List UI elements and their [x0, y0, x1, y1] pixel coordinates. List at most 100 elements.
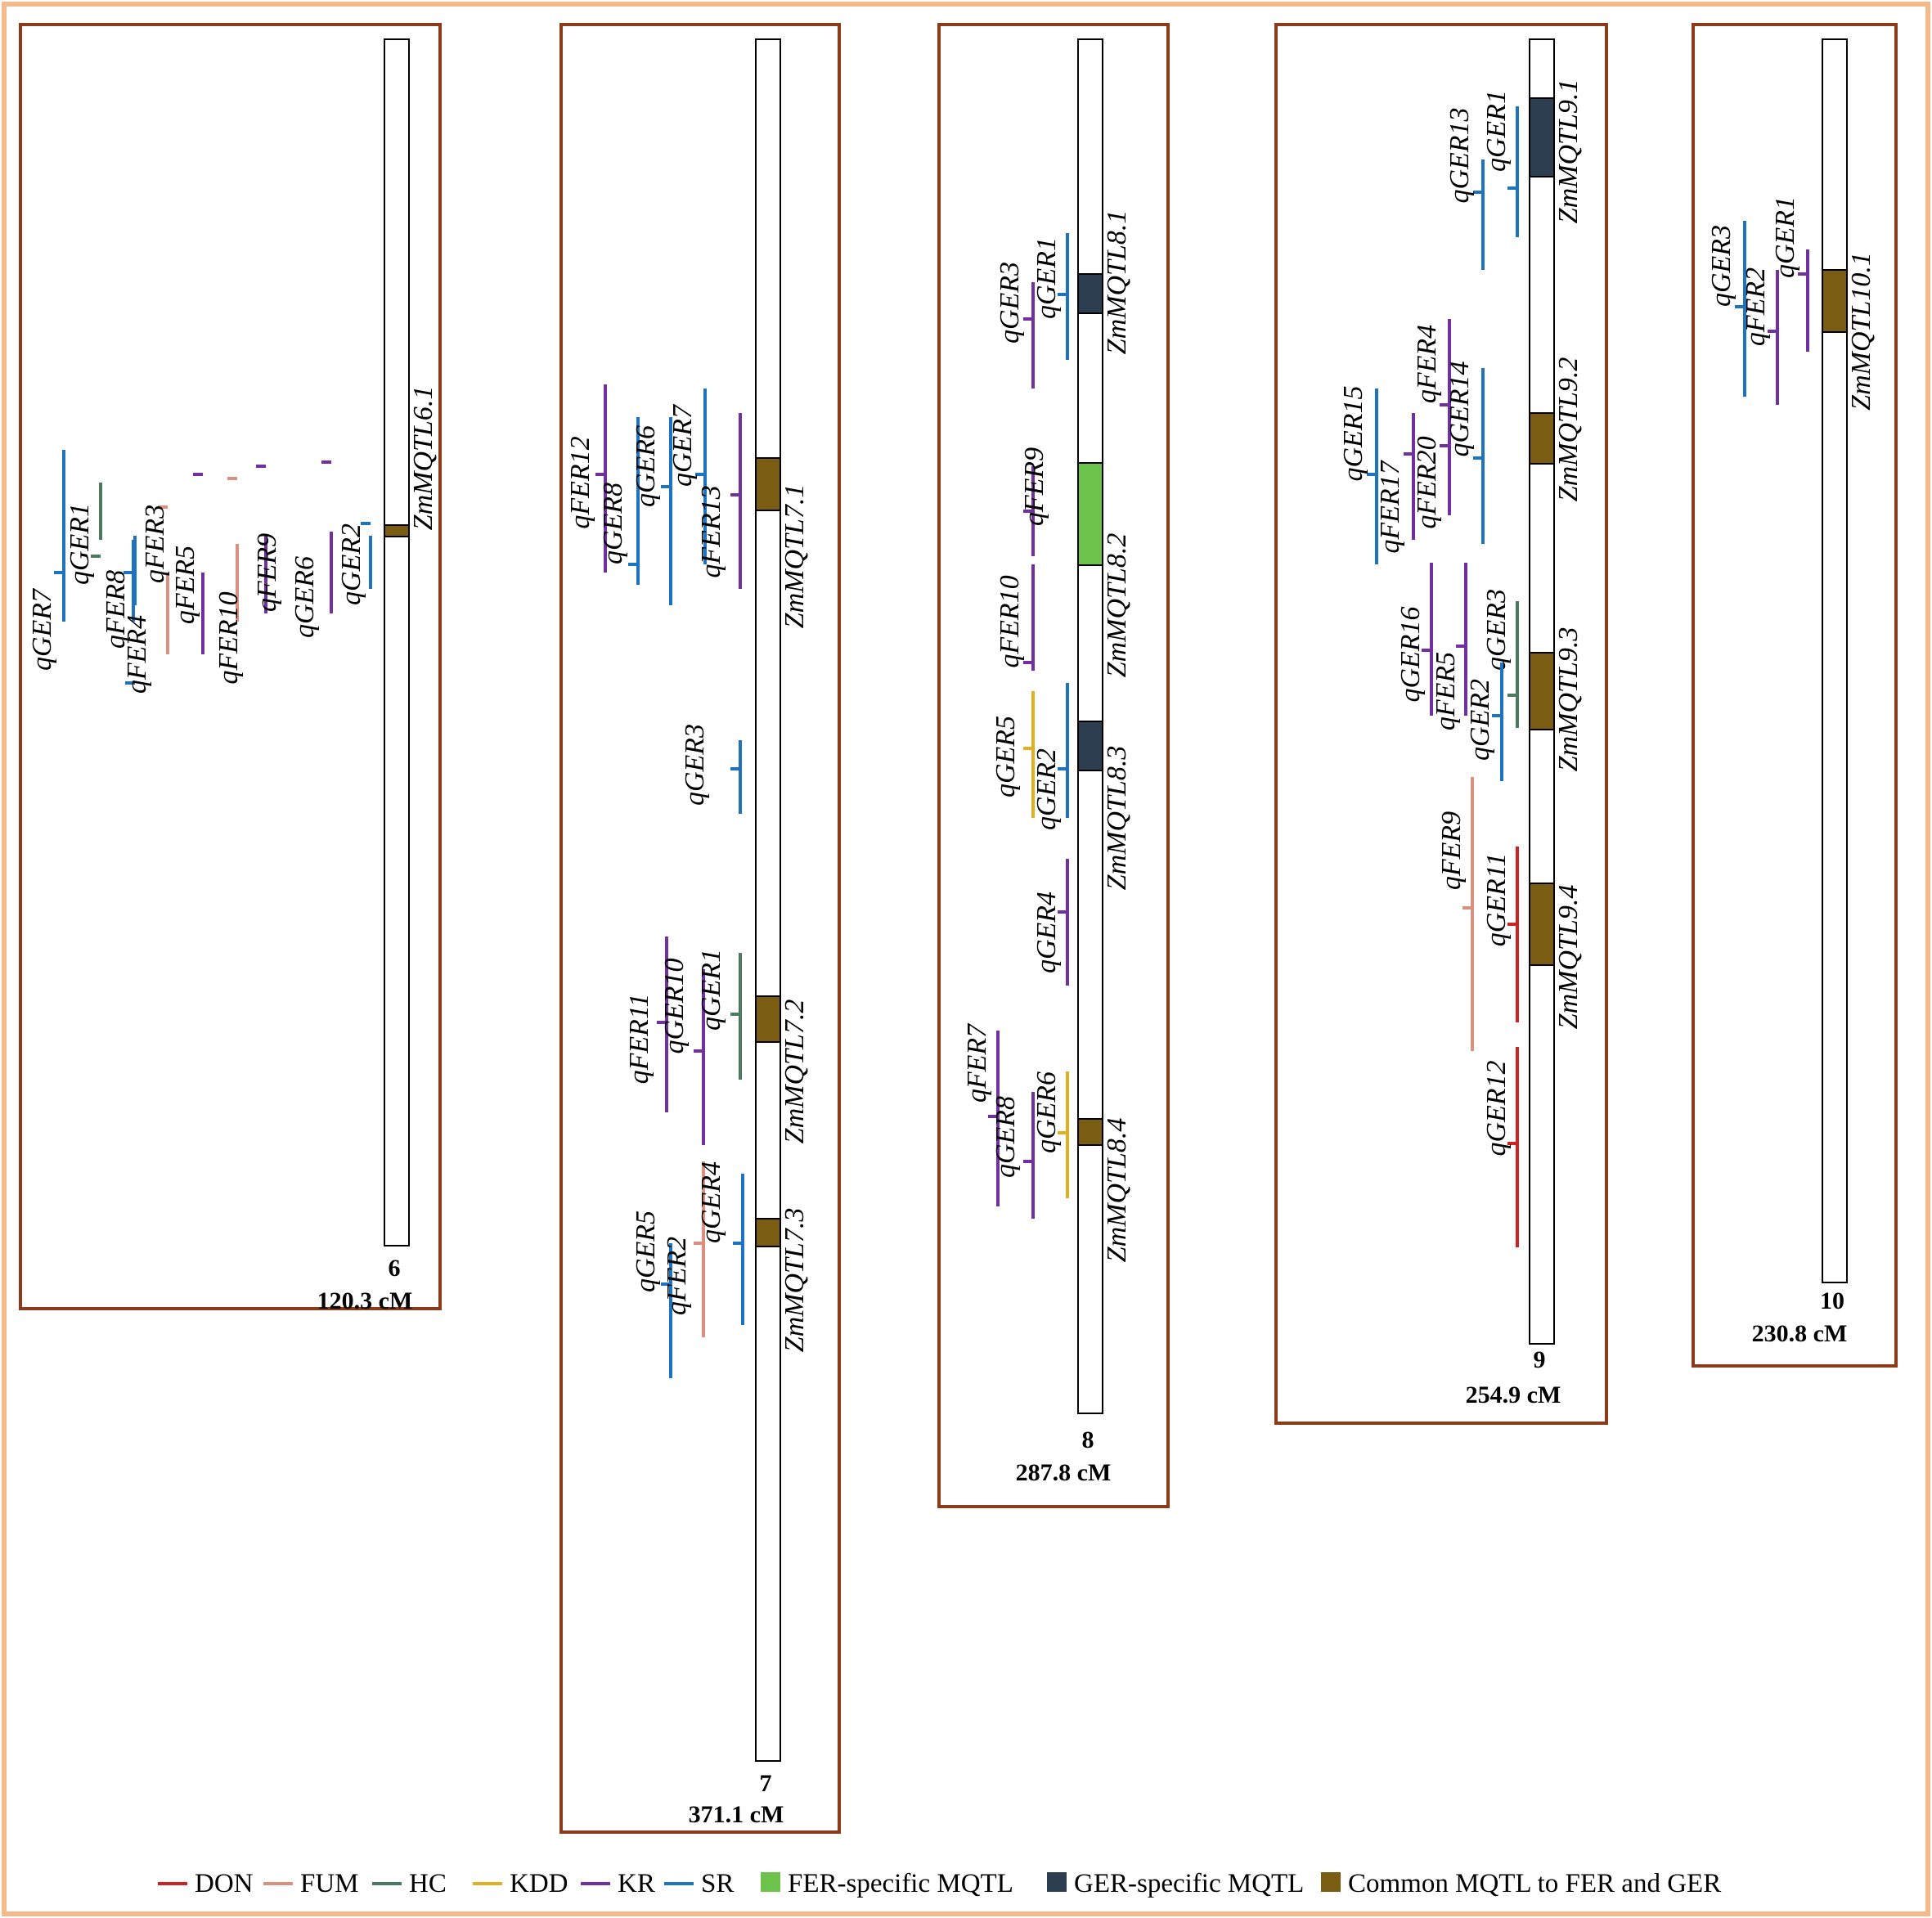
qtl-label-qGER16: qGER16 — [1395, 606, 1426, 702]
legend-item-fer-specific-mqtl: FER-specific MQTL — [761, 1869, 1013, 1898]
qtl-label-qGER5: qGER5 — [991, 716, 1021, 797]
mqtl-block-ZmMQTL6.1 — [384, 524, 410, 537]
qtl-label-qGER13: qGER13 — [1445, 107, 1475, 203]
legend-item-common-mqtl-to-fer-and-ger: Common MQTL to FER and GER — [1321, 1869, 1721, 1898]
qtl-label-qFER11: qFER11 — [624, 994, 654, 1085]
qtl-qGER4: qGER4 — [696, 1161, 744, 1325]
qtl-label-qGER1: qGER1 — [1481, 90, 1512, 172]
legend-label: KDD — [510, 1869, 568, 1898]
panel-border-6 — [19, 23, 442, 1310]
legend-label: FER-specific MQTL — [788, 1869, 1013, 1898]
qtl-qFER11: qFER11 — [624, 937, 668, 1112]
mqtl-label-ZmMQTL7.3: ZmMQTL7.3 — [780, 1208, 810, 1353]
legend-swatch-box — [761, 1872, 780, 1892]
legend-item-kr: KR — [581, 1869, 655, 1898]
qtl-qFER2: qFER2 — [662, 1161, 705, 1337]
chromosome-panel-6: ZmMQTL6.1qGER7qGER1qFER8qFER4qFER3qFER5q… — [19, 23, 442, 1314]
mqtl-label-ZmMQTL6.1: ZmMQTL6.1 — [408, 386, 438, 531]
mqtl-block-ZmMQTL9.1 — [1529, 97, 1555, 177]
legend-item-kdd: KDD — [473, 1869, 568, 1898]
qtl-label-qFER4: qFER4 — [1412, 325, 1442, 403]
qtl-label-qGER2: qGER2 — [336, 523, 366, 605]
qtl-label-qGER1: qGER1 — [696, 949, 726, 1031]
qtl-qGER7: qGER7 — [27, 450, 65, 671]
qtl-qGER6: qGER6 — [1031, 1071, 1069, 1198]
mqtl-label-ZmMQTL8.3: ZmMQTL8.3 — [1102, 746, 1132, 891]
qtl-qGER6: qGER6 — [631, 417, 672, 605]
panel-border-7 — [559, 23, 841, 1834]
mqtl-label-ZmMQTL8.4: ZmMQTL8.4 — [1102, 1118, 1132, 1263]
qtl-label-qGER15: qGER15 — [1338, 385, 1368, 481]
qtl-qGER3: qGER3 — [1481, 589, 1519, 728]
qtl-label-qFER13: qFER13 — [696, 485, 726, 577]
chromosome-panel-8: ZmMQTL8.1ZmMQTL8.2ZmMQTL8.3ZmMQTL8.4qGER… — [937, 23, 1170, 1508]
qtl-qGER3: qGER3 — [995, 262, 1035, 389]
chromosome-length-6: 120.3 cM — [317, 1287, 413, 1314]
mqtl-block-ZmMQTL9.3 — [1529, 652, 1555, 730]
qtl-label-qGER6: qGER6 — [1031, 1071, 1062, 1153]
legend-label: GER-specific MQTL — [1074, 1869, 1304, 1898]
qtl-qGER6: qGER6 — [290, 460, 333, 638]
qtl-qFER5: qFER5 — [170, 473, 204, 654]
qtl-label-qFER17: qFER17 — [1375, 459, 1405, 553]
legend-item-ger-specific-mqtl: GER-specific MQTL — [1047, 1869, 1304, 1898]
qtl-label-qGER14: qGER14 — [1445, 361, 1475, 456]
qtl-label-qFER8: qFER8 — [101, 570, 131, 649]
qtl-qGER10: qGER10 — [659, 958, 705, 1145]
chromosome-number-9: 9 — [1534, 1346, 1546, 1373]
qtl-qGER3: qGER3 — [1706, 221, 1746, 397]
qtl-label-qGER5: qGER5 — [631, 1211, 661, 1292]
qtl-qFER13: qFER13 — [696, 413, 742, 589]
qtl-qGER1: qGER1 — [1770, 196, 1809, 352]
legend-item-hc: HC — [372, 1869, 447, 1898]
qtl-label-qFER20: qFER20 — [1412, 436, 1442, 528]
qtl-label-qFER9: qFER9 — [1019, 447, 1049, 526]
panel-border-8 — [937, 23, 1170, 1508]
qtl-qGER1: qGER1 — [1031, 233, 1069, 360]
qtl-qFER12: qFER12 — [565, 384, 607, 573]
legend-item-don: DON — [158, 1869, 254, 1898]
legend-label: FUM — [300, 1869, 359, 1898]
mqtl-label-ZmMQTL9.4: ZmMQTL9.4 — [1553, 885, 1584, 1030]
qtl-label-qGER2: qGER2 — [1031, 748, 1062, 830]
mqtl-label-ZmMQTL7.1: ZmMQTL7.1 — [780, 484, 810, 629]
legend-label: HC — [409, 1869, 447, 1898]
chromosome-length-9: 254.9 cM — [1466, 1381, 1561, 1408]
qtl-qFER5: qFER5 — [1431, 563, 1467, 730]
qtl-label-qFER3: qFER3 — [140, 505, 170, 583]
qtl-label-qFER5: qFER5 — [1431, 652, 1461, 730]
mqtl-block-ZmMQTL8.1 — [1077, 273, 1103, 314]
qtl-label-qFER2: qFER2 — [1741, 267, 1771, 346]
qtl-label-qGER3: qGER3 — [680, 724, 710, 806]
qtl-qGER1: qGER1 — [1481, 90, 1519, 237]
chromosome-bar-6 — [384, 38, 410, 1246]
qtl-qGER5: qGER5 — [631, 1211, 672, 1378]
qtl-label-qGER3: qGER3 — [1481, 589, 1512, 671]
qtl-qFER7: qFER7 — [962, 1022, 1000, 1206]
legend-swatch-box — [1047, 1872, 1067, 1892]
mqtl-block-ZmMQTL7.2 — [755, 995, 781, 1043]
qtl-qFER2: qFER2 — [1741, 267, 1779, 405]
legend-label: DON — [195, 1869, 254, 1898]
mqtl-label-ZmMQTL9.3: ZmMQTL9.3 — [1553, 627, 1584, 772]
qtl-label-qGER8: qGER8 — [991, 1096, 1021, 1178]
legend-item-fum: FUM — [263, 1869, 359, 1898]
mqtl-label-ZmMQTL9.2: ZmMQTL9.2 — [1553, 357, 1584, 502]
mqtl-block-ZmMQTL8.2 — [1077, 462, 1103, 566]
mqtl-label-ZmMQTL7.2: ZmMQTL7.2 — [780, 999, 810, 1144]
qtl-label-qFER9: qFER9 — [252, 533, 282, 612]
qtl-label-qGER7: qGER7 — [667, 403, 698, 487]
qtl-qGER13: qGER13 — [1445, 107, 1485, 270]
mqtl-label-ZmMQTL9.1: ZmMQTL9.1 — [1553, 79, 1584, 224]
qtl-label-qGER6: qGER6 — [631, 425, 661, 507]
chromosome-number-7: 7 — [760, 1770, 772, 1797]
mqtl-label-ZmMQTL8.1: ZmMQTL8.1 — [1102, 210, 1132, 355]
mqtl-block-ZmMQTL9.4 — [1529, 883, 1555, 966]
chromosome-panels: ZmMQTL6.1qGER7qGER1qFER8qFER4qFER3qFER5q… — [19, 23, 1898, 1834]
legend-item-sr: SR — [664, 1869, 734, 1898]
mqtl-block-ZmMQTL7.1 — [755, 457, 781, 511]
qtl-label-qFER12: qFER12 — [565, 436, 595, 528]
